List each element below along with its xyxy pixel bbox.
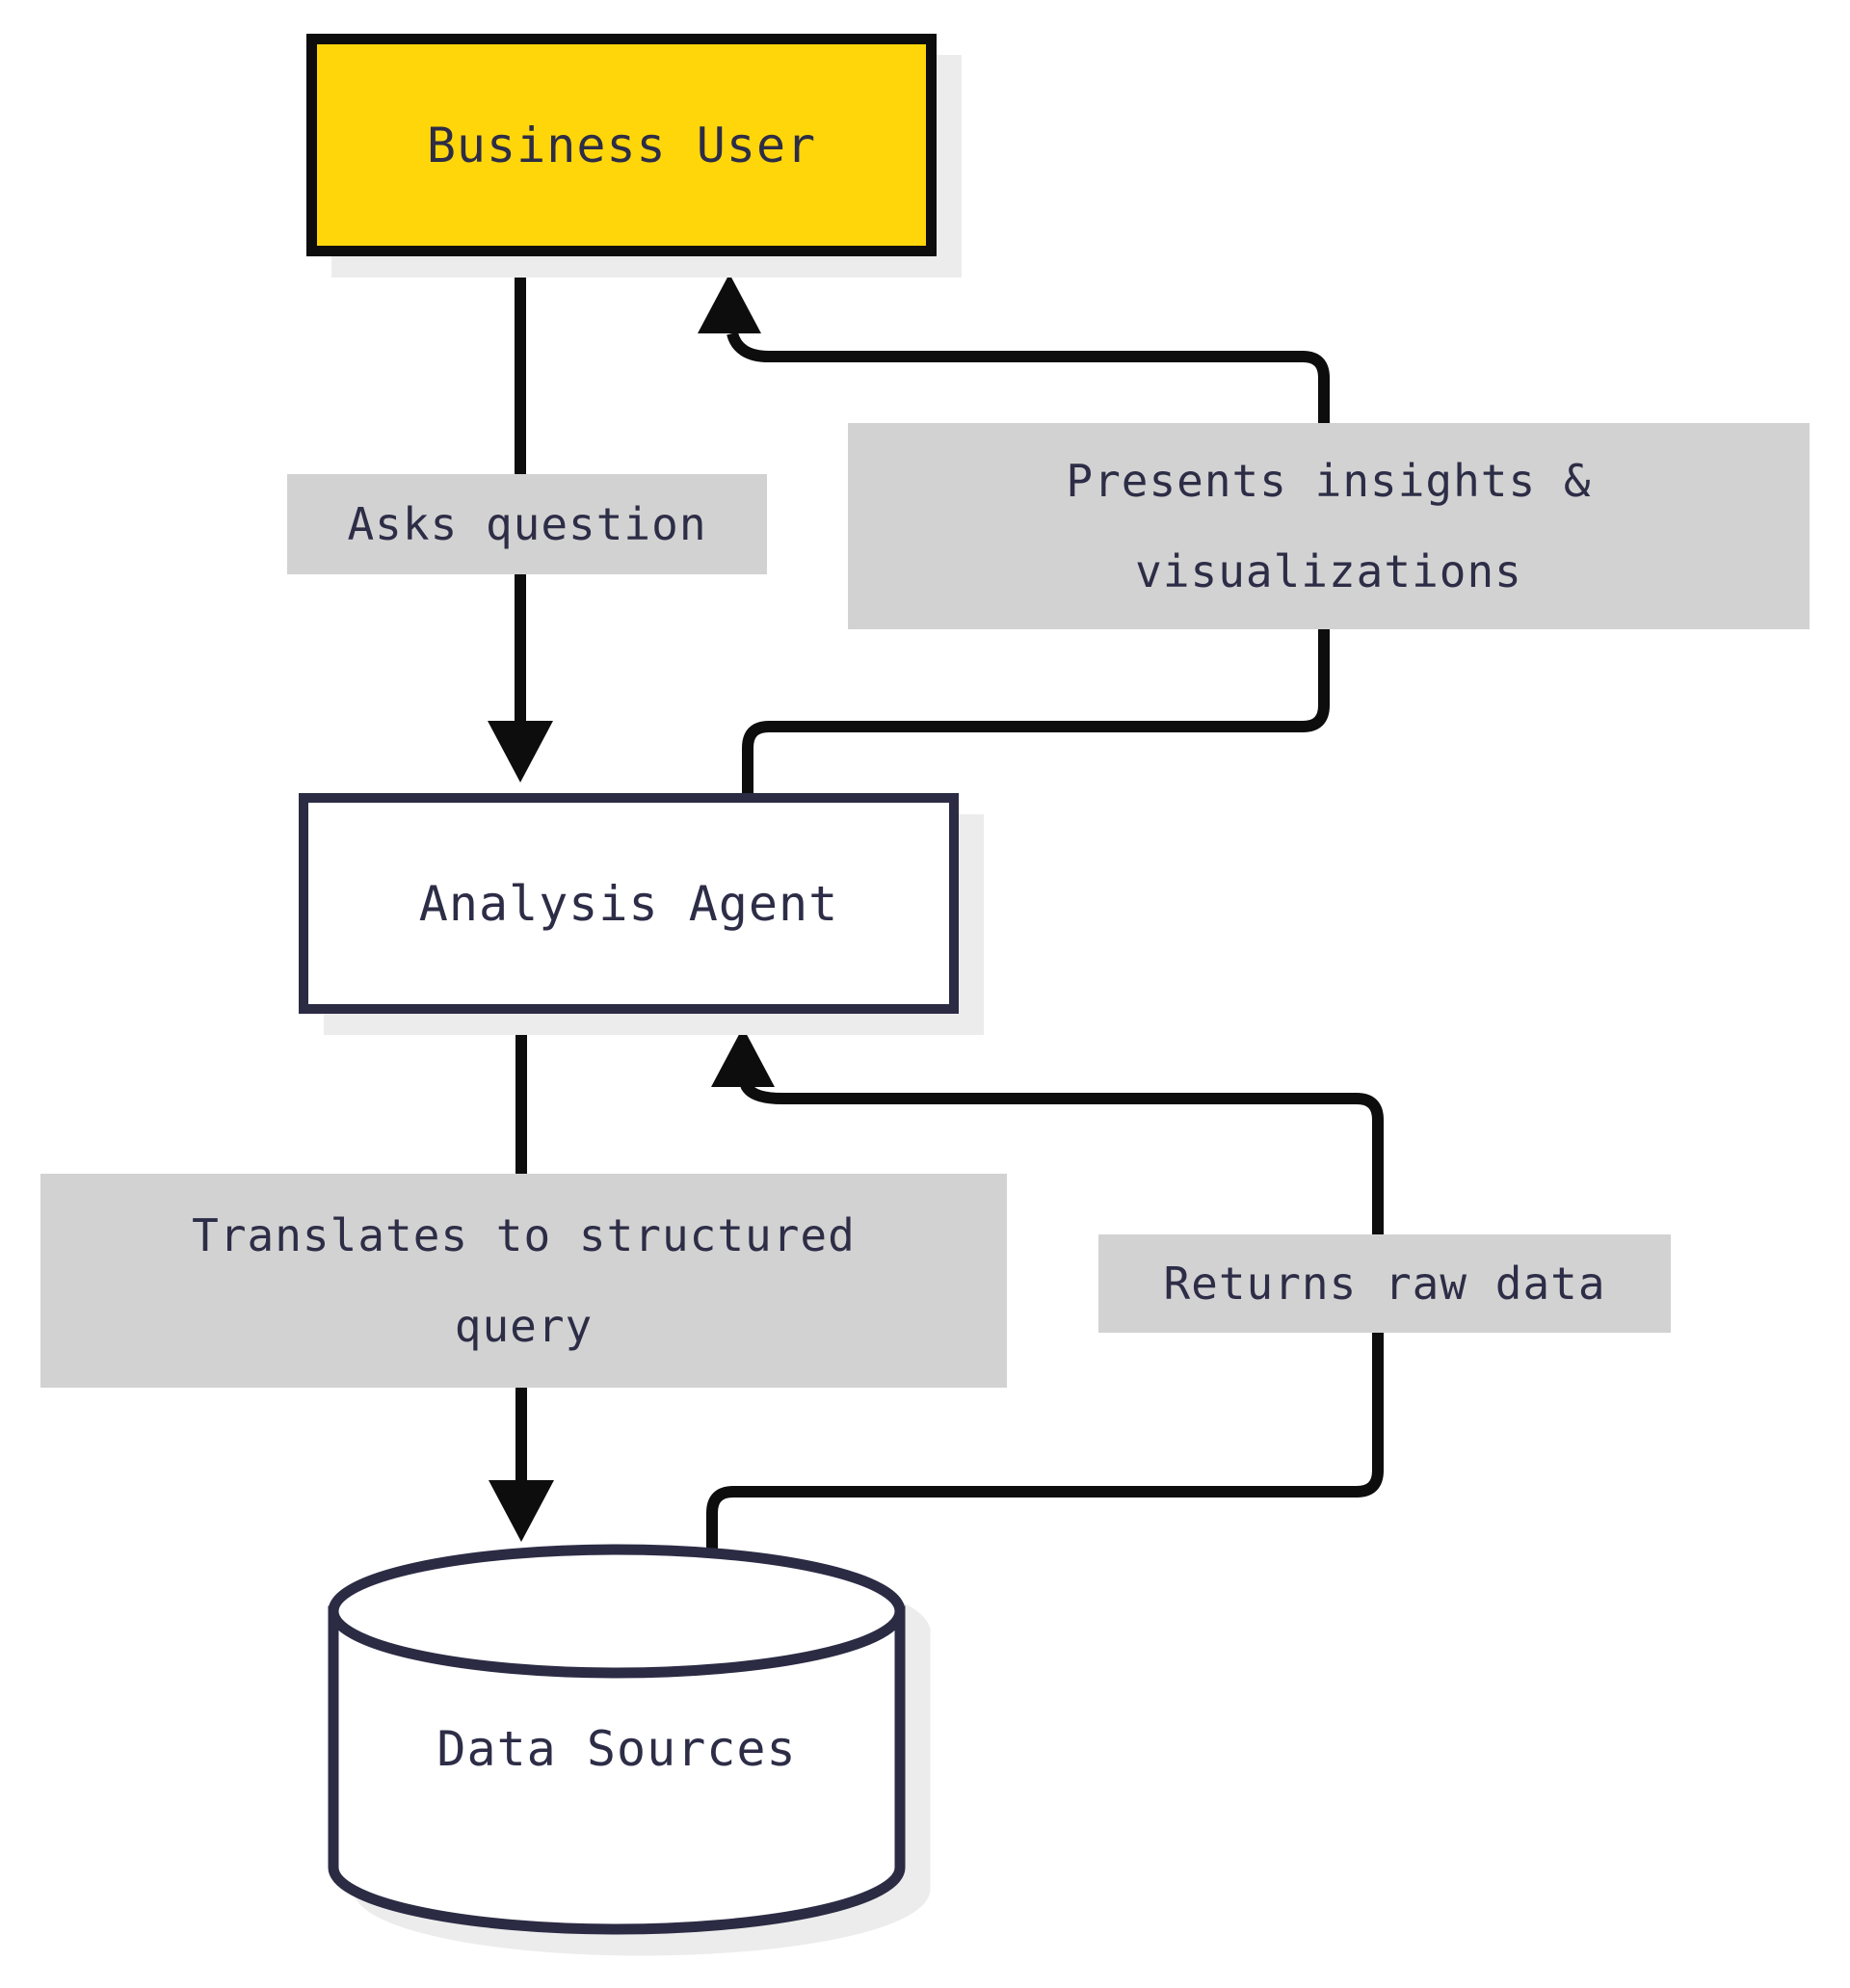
arrowhead-down-asks-question (488, 721, 553, 782)
edge-label-translates-query: Translates to structured query (40, 1174, 1007, 1388)
node-analysis-agent-label: Analysis Agent (418, 875, 839, 932)
edge-label-asks-question: Asks question (287, 474, 767, 574)
edge-label-presents-insights: Presents insights & visualizations (848, 423, 1810, 629)
edge-returns-raw-data (706, 1027, 1384, 1551)
edge-label-text-line1: Presents insights & (1066, 454, 1592, 507)
arrowhead-up-returns-raw-data (711, 1027, 775, 1087)
arrowhead-down-translates-query (489, 1480, 554, 1542)
edge-presents-insights (698, 274, 1330, 798)
node-data-sources-label: Data Sources (436, 1721, 797, 1777)
node-data-sources: Data Sources (333, 1696, 900, 1802)
arrowhead-up-presents-insights (698, 274, 761, 333)
edge-label-text: Asks question (347, 497, 707, 550)
edge-label-returns-raw-data: Returns raw data (1098, 1234, 1671, 1333)
edge-label-text-line2: visualizations (1135, 545, 1522, 597)
node-analysis-agent: Analysis Agent (299, 793, 959, 1014)
node-business-user-label: Business User (426, 117, 817, 173)
node-business-user: Business User (306, 34, 937, 256)
edge-label-text-line2: query (454, 1300, 594, 1352)
edge-label-text: Returns raw data (1163, 1257, 1606, 1310)
edge-label-text-line1: Translates to structured (192, 1208, 856, 1261)
